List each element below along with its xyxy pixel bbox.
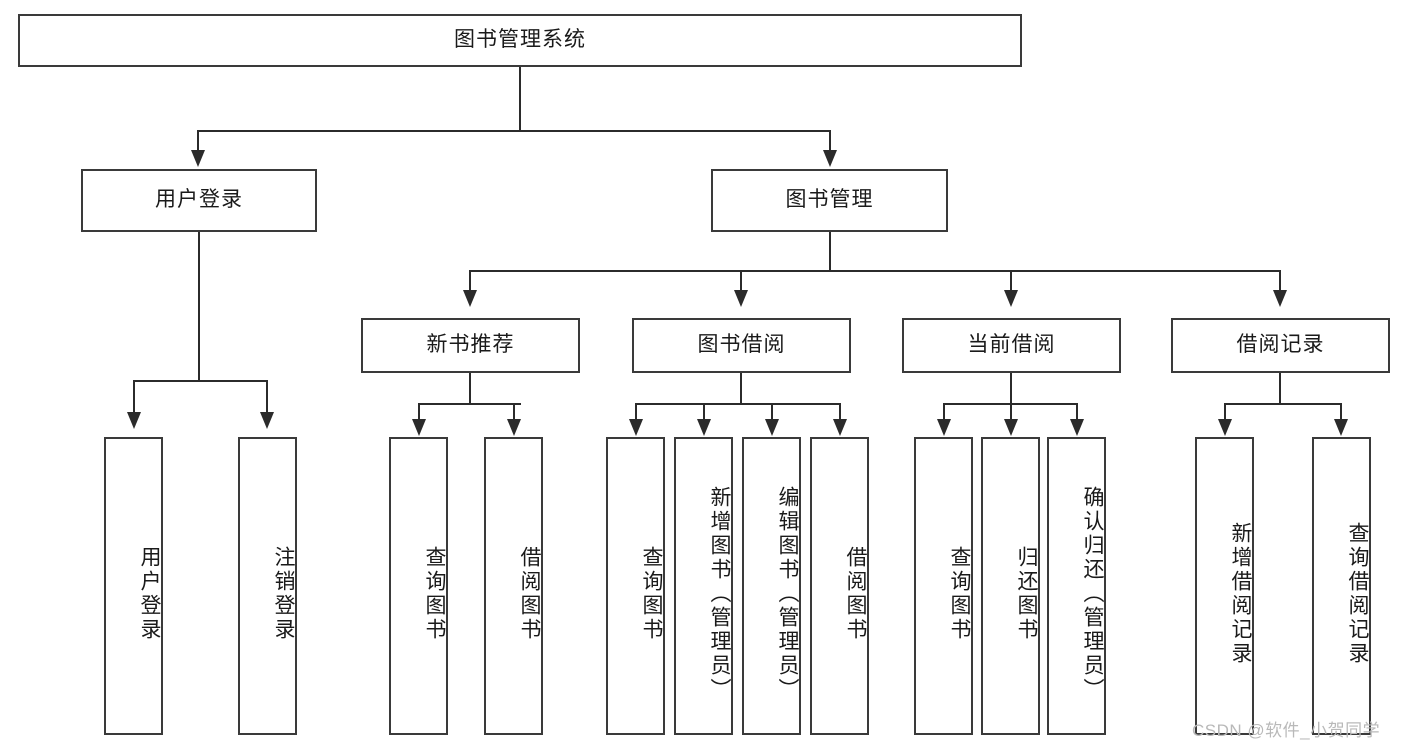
- node-label: 借阅图书: [518, 546, 541, 642]
- leaf-cb-return-book[interactable]: 归还图书: [981, 437, 1040, 735]
- csdn-watermark: CSDN @软件_小贺同学: [1192, 721, 1381, 740]
- connector-to-book-management: [829, 130, 831, 152]
- arrow-leaf-user-login-2: [260, 412, 274, 429]
- connector-to-borrow-record: [1279, 270, 1281, 292]
- connector-book-borrow-stem: [740, 373, 742, 405]
- node-label: 用户登录: [155, 188, 243, 212]
- arrow-leaf-bb-4: [833, 419, 847, 436]
- arrow-to-new-book-recommend: [463, 290, 477, 307]
- leaf-user-login-logout[interactable]: 注销登录: [238, 437, 297, 735]
- leaf-br-add-record[interactable]: 新增借阅记录: [1195, 437, 1254, 735]
- connector-nbr-drop-2: [513, 403, 515, 421]
- connector-br-drop-1: [1224, 403, 1226, 421]
- node-label: 借阅记录: [1236, 333, 1325, 357]
- node-label: 归还图书: [1015, 546, 1038, 642]
- node-label: 查询图书: [640, 546, 663, 642]
- arrow-leaf-br-2: [1334, 419, 1348, 436]
- connector-user-login-drop-1: [133, 380, 135, 413]
- connector-level3-bar: [469, 270, 1281, 272]
- node-root-book-management-system[interactable]: 图书管理系统: [18, 14, 1022, 67]
- connector-bb-drop-3: [771, 403, 773, 421]
- connector-root-bar: [197, 130, 831, 132]
- node-label: 查询图书: [948, 546, 971, 642]
- arrow-leaf-cb-2: [1004, 419, 1018, 436]
- connector-to-book-borrow: [740, 270, 742, 292]
- node-label: 注销登录: [272, 546, 295, 642]
- connector-root-stem: [519, 67, 521, 130]
- connector-new-book-recommend-stem: [469, 373, 471, 405]
- leaf-cb-query-book[interactable]: 查询图书: [914, 437, 973, 735]
- node-new-book-recommend[interactable]: 新书推荐: [361, 318, 580, 373]
- arrow-leaf-cb-1: [937, 419, 951, 436]
- node-label: 图书借阅: [697, 333, 786, 357]
- connector-book-management-stem: [829, 232, 831, 272]
- node-current-borrow[interactable]: 当前借阅: [902, 318, 1121, 373]
- node-label: 编辑图书（管理员）: [776, 486, 799, 702]
- arrow-leaf-br-1: [1218, 419, 1232, 436]
- leaf-bb-edit-book-admin[interactable]: 编辑图书（管理员）: [742, 437, 801, 735]
- leaf-bb-borrow-book[interactable]: 借阅图书: [810, 437, 869, 735]
- arrow-to-book-management: [823, 150, 837, 167]
- node-label: 图书管理系统: [454, 28, 586, 52]
- connector-cb-drop-3: [1076, 403, 1078, 421]
- leaf-cb-confirm-return-admin[interactable]: 确认归还（管理员）: [1047, 437, 1106, 735]
- connector-user-login-stem: [198, 232, 200, 382]
- connector-new-book-recommend-bar: [418, 403, 521, 405]
- connector-user-login-drop-2: [266, 380, 268, 413]
- arrow-leaf-bb-1: [629, 419, 643, 436]
- node-label: 新增图书（管理员）: [708, 486, 731, 702]
- node-label: 当前借阅: [967, 333, 1056, 357]
- connector-to-current-borrow: [1010, 270, 1012, 292]
- connector-cb-drop-2: [1010, 403, 1012, 421]
- arrow-leaf-nbr-2: [507, 419, 521, 436]
- node-label: 查询借阅记录: [1346, 522, 1369, 666]
- arrow-leaf-cb-3: [1070, 419, 1084, 436]
- leaf-bb-query-book[interactable]: 查询图书: [606, 437, 665, 735]
- node-label: 图书管理: [785, 188, 874, 212]
- arrow-to-current-borrow: [1004, 290, 1018, 307]
- arrow-leaf-bb-3: [765, 419, 779, 436]
- arrow-to-book-borrow: [734, 290, 748, 307]
- node-label: 用户登录: [138, 546, 161, 642]
- connector-br-drop-2: [1340, 403, 1342, 421]
- leaf-bb-add-book-admin[interactable]: 新增图书（管理员）: [674, 437, 733, 735]
- connector-book-borrow-bar: [635, 403, 840, 405]
- node-book-borrow[interactable]: 图书借阅: [632, 318, 851, 373]
- leaf-br-query-record[interactable]: 查询借阅记录: [1312, 437, 1371, 735]
- connector-nbr-drop-1: [418, 403, 420, 421]
- node-label: 新书推荐: [426, 333, 515, 357]
- connector-to-user-login: [197, 130, 199, 152]
- node-book-management[interactable]: 图书管理: [711, 169, 948, 232]
- leaf-nbr-borrow-book[interactable]: 借阅图书: [484, 437, 543, 735]
- node-label: 确认归还（管理员）: [1081, 486, 1104, 702]
- node-label: 新增借阅记录: [1229, 522, 1252, 666]
- connector-current-borrow-stem: [1010, 373, 1012, 405]
- node-label: 查询图书: [423, 546, 446, 642]
- arrow-leaf-user-login-1: [127, 412, 141, 429]
- node-label: 借阅图书: [844, 546, 867, 642]
- connector-bb-drop-4: [839, 403, 841, 421]
- arrow-leaf-bb-2: [697, 419, 711, 436]
- arrow-to-borrow-record: [1273, 290, 1287, 307]
- connector-borrow-record-stem: [1279, 373, 1281, 405]
- node-borrow-record[interactable]: 借阅记录: [1171, 318, 1390, 373]
- connector-user-login-bar: [133, 380, 268, 382]
- arrow-to-user-login: [191, 150, 205, 167]
- connector-borrow-record-bar: [1224, 403, 1342, 405]
- connector-cb-drop-1: [943, 403, 945, 421]
- connector-bb-drop-2: [703, 403, 705, 421]
- connector-to-new-book-recommend: [469, 270, 471, 292]
- connector-bb-drop-1: [635, 403, 637, 421]
- node-user-login[interactable]: 用户登录: [81, 169, 317, 232]
- leaf-user-login-login[interactable]: 用户登录: [104, 437, 163, 735]
- leaf-nbr-query-book[interactable]: 查询图书: [389, 437, 448, 735]
- arrow-leaf-nbr-1: [412, 419, 426, 436]
